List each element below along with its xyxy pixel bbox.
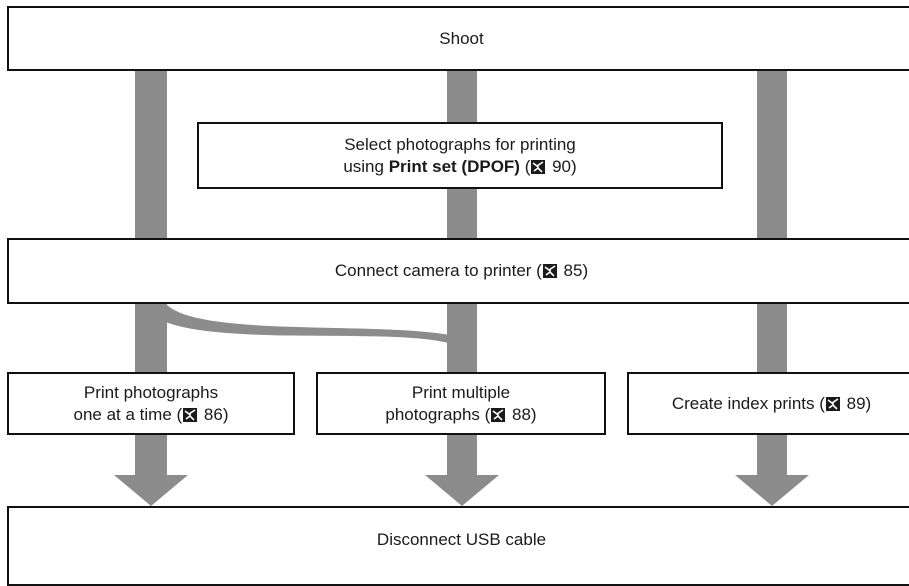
index-line: Create index prints ( 89) [672, 393, 871, 415]
shoot-box: Shoot [7, 6, 909, 71]
disconnect-usb-box: Disconnect USB cable [7, 506, 909, 586]
print-one-line-2-prefix: one at a time ( [73, 404, 183, 424]
select-open-paren: ( [519, 156, 531, 176]
print-multiple-box: Print multiple photographs ( 88) [316, 372, 606, 435]
select-page-ref: 90) [547, 156, 577, 176]
disconnect-label: Disconnect USB cable [376, 530, 547, 549]
page-reference-icon [491, 407, 506, 422]
print-multi-page-ref: 88) [507, 404, 537, 424]
connect-label: Connect camera to printer ( [334, 261, 542, 280]
create-index-prints-box: Create index prints ( 89) [627, 372, 909, 435]
print-one-line-1: Print photographs [83, 382, 219, 402]
page-reference-icon [531, 159, 546, 174]
print-one-at-a-time-box: Print photographs one at a time ( 86) [7, 372, 295, 435]
print-one-page-ref: 86) [199, 404, 229, 424]
select-line-2: using Print set (DPOF) ( 90) [343, 156, 576, 178]
shoot-label: Shoot [439, 28, 484, 48]
page-reference-icon [183, 407, 198, 422]
print-one-line-2: one at a time ( 86) [74, 404, 229, 426]
connect-page-ref: 85) [558, 261, 589, 280]
arrow-head-right [735, 475, 809, 506]
page-reference-icon [825, 396, 840, 411]
print-multi-line-1: Print multiple [411, 382, 511, 402]
print-set-dpof-label: Print set (DPOF) [388, 156, 520, 176]
index-page-ref: 89) [841, 393, 872, 413]
select-line-1: Select photographs for printing [344, 134, 576, 154]
arrow-head-middle [425, 475, 499, 506]
select-photographs-box: Select photographs for printing using Pr… [197, 122, 723, 189]
select-line-2-prefix: using [343, 156, 389, 176]
print-multi-line-2: photographs ( 88) [385, 404, 536, 426]
page-reference-icon [542, 264, 557, 278]
index-label: Create index prints ( [671, 393, 825, 413]
connect-camera-box: Connect camera to printer ( 85) [7, 238, 909, 304]
arrow-head-left [114, 475, 188, 506]
arrow-branch-curve [152, 300, 470, 368]
connect-line: Connect camera to printer ( 85) [335, 260, 588, 282]
print-multi-line-2-prefix: photographs ( [385, 404, 491, 424]
